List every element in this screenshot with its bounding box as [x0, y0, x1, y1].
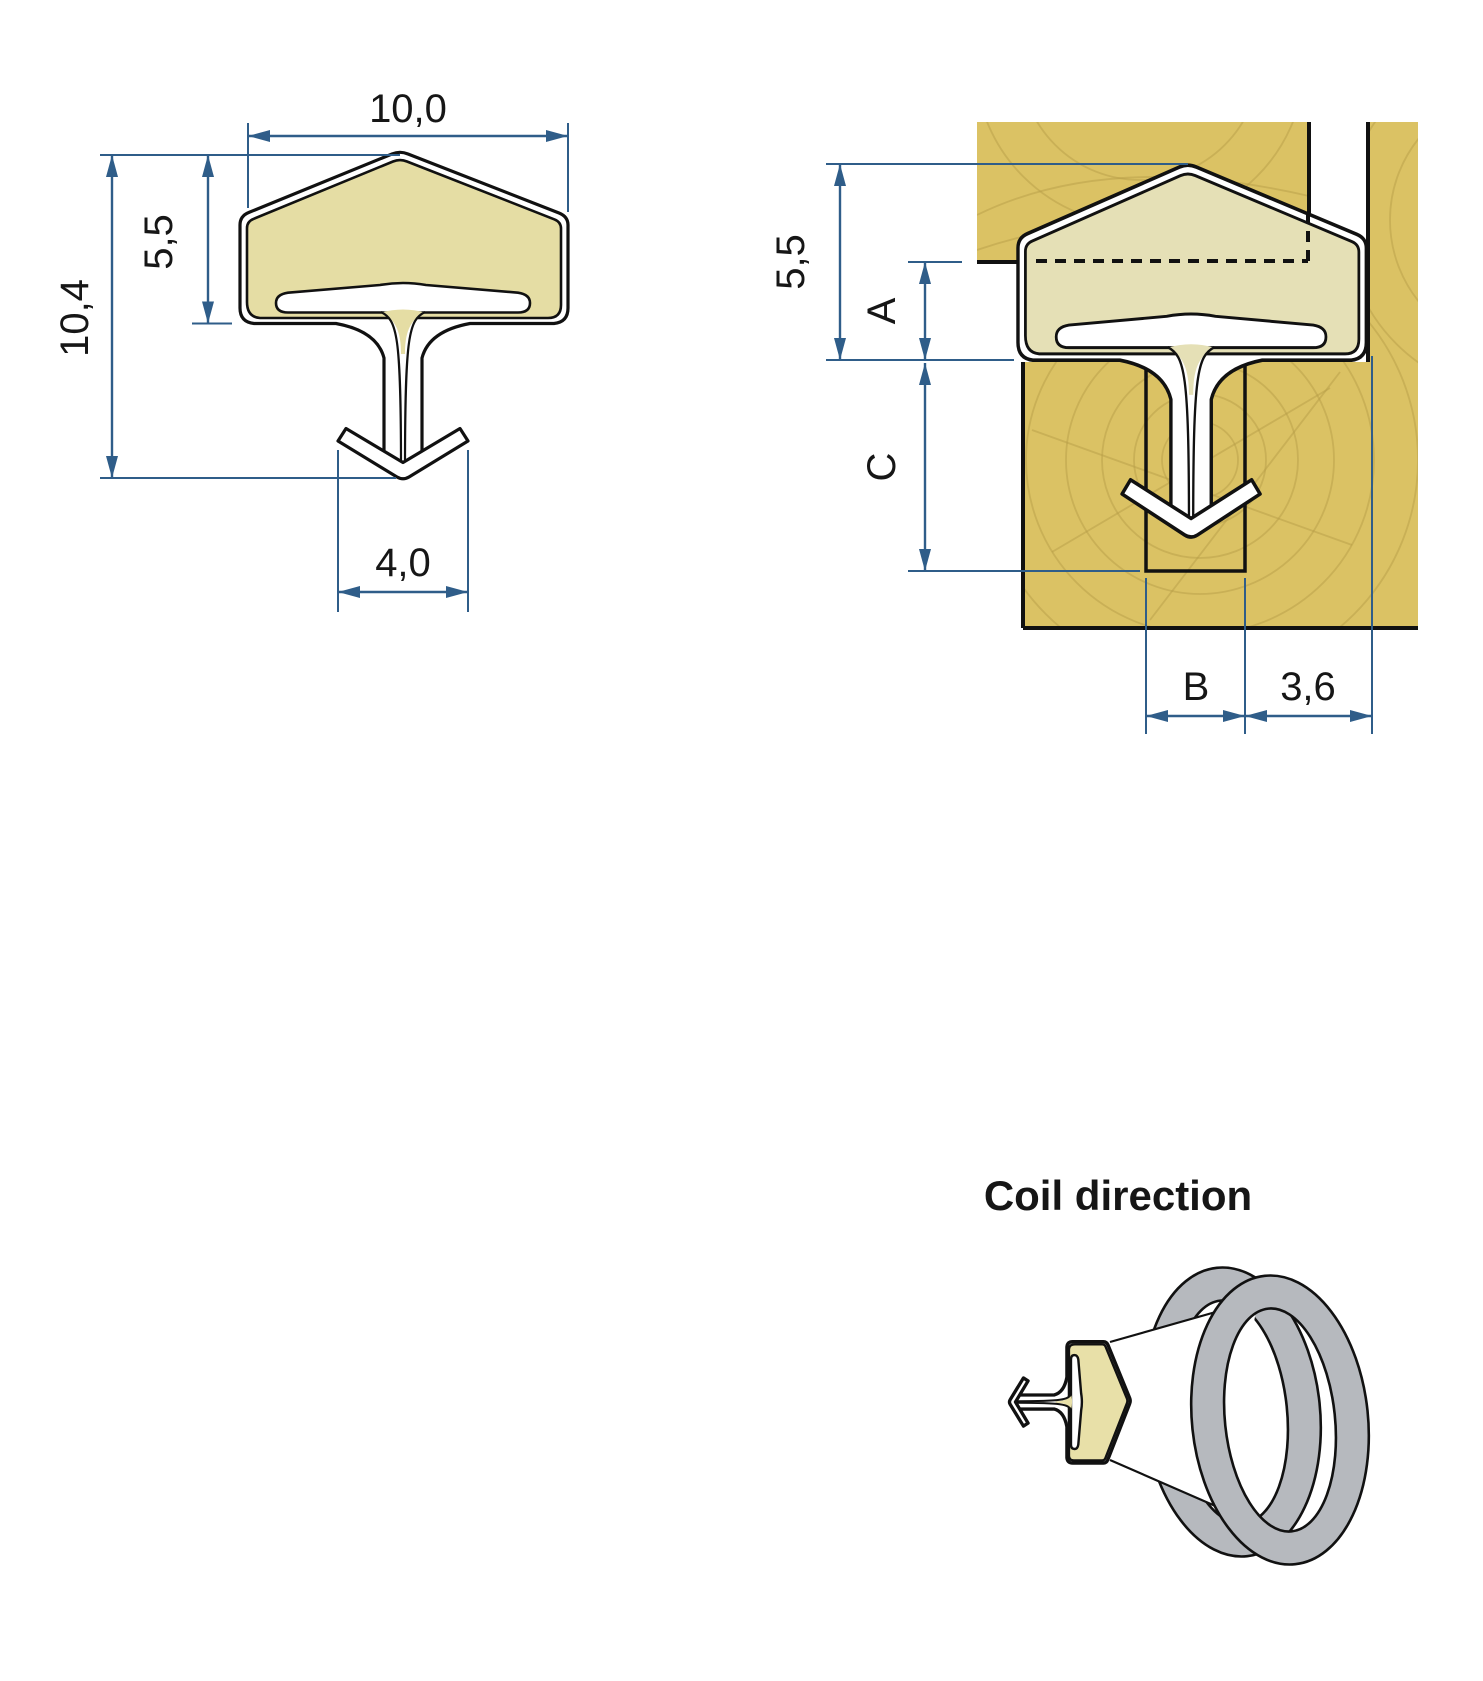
- dim-compression-travel: A: [860, 261, 962, 360]
- dim-label-edge-distance: 3,6: [1280, 665, 1336, 709]
- dim-label-head-height-installed: 5,5: [769, 234, 813, 290]
- dim-overall-height: 10,4: [53, 155, 396, 479]
- coil-ring-front: [1189, 1274, 1371, 1566]
- dim-label-groove-depth: C: [860, 453, 904, 482]
- dim-label-compression-travel: A: [860, 297, 904, 324]
- installed-view: 5,5 A C B 3,6: [769, 122, 1418, 734]
- dim-groove-width: B: [1145, 578, 1246, 734]
- dim-head-height: 5,5: [100, 154, 400, 325]
- dim-edge-distance: 3,6: [1245, 356, 1373, 734]
- dim-label-groove-width: B: [1183, 665, 1210, 709]
- dim-head-height-installed: 5,5: [769, 163, 1188, 361]
- dim-overall-width: 10,0: [247, 87, 569, 212]
- coil-view: Coil direction: [984, 1172, 1371, 1566]
- dim-label-overall-height: 10,4: [53, 279, 97, 357]
- seal-profile: [238, 150, 570, 481]
- hidden-edge-dashed: [1036, 214, 1310, 263]
- profile-view: 10,0 5,5 10,4 4,0: [53, 87, 570, 612]
- coil-profile: [1008, 1341, 1131, 1464]
- dim-label-overall-width: 10,0: [369, 87, 447, 131]
- dim-label-barb-width: 4,0: [375, 541, 431, 585]
- dim-label-head-height: 5,5: [137, 214, 181, 270]
- dim-groove-depth: C: [860, 363, 1140, 572]
- dim-barb-width: 4,0: [337, 450, 469, 612]
- groove: [1144, 360, 1247, 573]
- coil-title: Coil direction: [984, 1172, 1252, 1219]
